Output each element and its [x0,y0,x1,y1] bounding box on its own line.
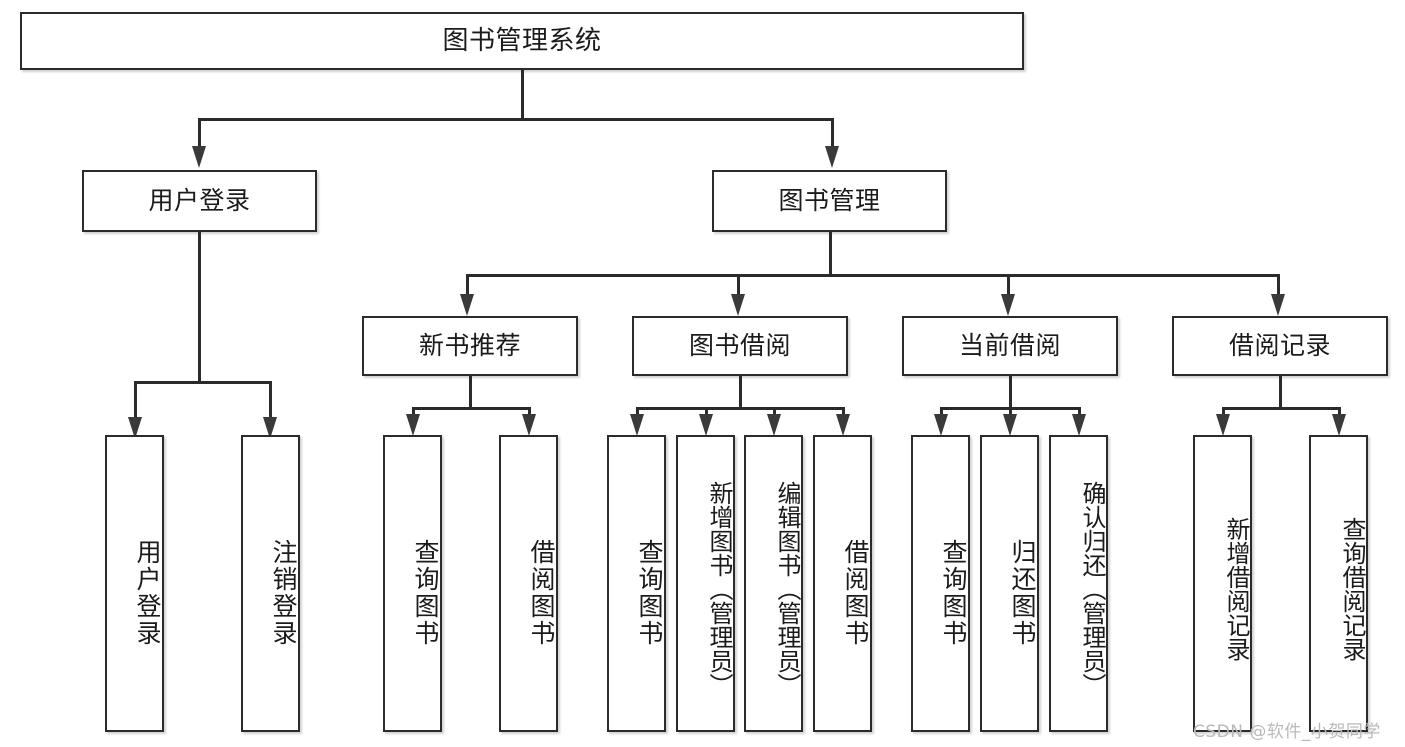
connector-new-book-stem [469,376,472,409]
arrowhead-leaf-query-book-3 [934,414,948,436]
node-label: 归还图书 [1008,538,1037,647]
connector-level2-drop-right [831,118,834,146]
node-label: 查询图书 [411,538,440,647]
node-label: 查询借阅记录 [1338,516,1366,661]
node-label: 借阅记录 [1228,331,1331,361]
connector-level3-drop-2 [737,274,740,304]
node-label: 注销登录 [269,538,298,647]
node-label: 图书管理系统 [442,25,602,56]
arrowhead-book-manage [825,146,839,168]
leaf-query-record[interactable]: 查询借阅记录 [1309,435,1368,732]
node-label: 图书借阅 [688,331,791,361]
connector-new-book-bus [412,407,530,410]
connector-current-borrow-stem [1009,376,1012,409]
connector-borrow-record-stem [1279,376,1282,409]
connector-book-borrow-stem [739,376,742,409]
arrowhead-leaf-query-book-1 [406,414,420,436]
leaf-edit-book[interactable]: 编辑图书（管理员） [744,435,803,732]
connector-root-stem [521,70,524,119]
leaf-borrow-book-1[interactable]: 借阅图书 [499,435,558,732]
node-book-borrow[interactable]: 图书借阅 [632,316,848,376]
node-borrow-record[interactable]: 借阅记录 [1172,316,1388,376]
arrowhead-leaf-confirm-return [1072,414,1086,436]
connector-level3-drop-4 [1277,274,1280,304]
arrowhead-leaf-edit-book [767,414,781,436]
leaf-add-record[interactable]: 新增借阅记录 [1193,435,1252,732]
node-label: 用户登录 [148,186,251,216]
node-label: 借阅图书 [841,538,870,647]
node-label: 查询图书 [939,538,968,647]
connector-level2-bus [198,118,833,121]
leaf-add-book[interactable]: 新增图书（管理员） [676,435,735,732]
arrowhead-leaf-borrow-book-2 [836,414,850,436]
arrowhead-user-login [192,146,206,168]
connector-user-login-bus [134,381,271,384]
connector-level3-drop-1 [466,274,469,304]
arrowhead-leaf-user-login [128,417,142,439]
arrowhead-book-borrow [731,294,745,316]
node-label: 用户登录 [133,538,162,647]
node-root-book-management-system[interactable]: 图书管理系统 [20,12,1024,70]
arrowhead-leaf-return-book [1003,414,1017,436]
connector-book-manage-stem [829,232,832,276]
leaf-query-book-1[interactable]: 查询图书 [383,435,442,732]
node-label: 新书推荐 [418,331,521,361]
arrowhead-leaf-add-book [699,414,713,436]
arrowhead-leaf-add-record [1216,414,1230,436]
node-new-book-recommend[interactable]: 新书推荐 [362,316,578,376]
node-label: 编辑图书（管理员） [773,480,801,697]
leaf-user-login[interactable]: 用户登录 [105,435,164,732]
connector-level3-drop-3 [1007,274,1010,304]
arrowhead-current-borrow [1001,294,1015,316]
connector-book-borrow-bus [636,407,844,410]
connector-user-login-drop-1 [134,381,137,421]
connector-level3-bus [466,274,1280,277]
node-current-borrow[interactable]: 当前借阅 [902,316,1118,376]
arrowhead-new-book-recommend [460,294,474,316]
connector-user-login-stem [198,232,201,383]
connector-level2-drop-left [198,118,201,146]
node-label: 新增图书（管理员） [705,480,733,697]
node-label: 查询图书 [635,538,664,647]
arrowhead-leaf-query-book-2 [630,414,644,436]
node-label: 借阅图书 [527,538,556,647]
node-label: 新增借阅记录 [1222,516,1250,661]
node-label: 确认归还（管理员） [1078,480,1106,697]
leaf-query-book-2[interactable]: 查询图书 [607,435,666,732]
leaf-logout-login[interactable]: 注销登录 [241,435,300,732]
arrowhead-leaf-query-record [1332,414,1346,436]
arrowhead-borrow-record [1271,294,1285,316]
connector-borrow-record-bus [1222,407,1340,410]
leaf-borrow-book-2[interactable]: 借阅图书 [813,435,872,732]
leaf-return-book[interactable]: 归还图书 [980,435,1039,732]
node-book-management[interactable]: 图书管理 [712,170,947,232]
arrowhead-leaf-logout-login [263,417,277,439]
connector-user-login-drop-2 [269,381,272,421]
watermark-text: CSDN @软件_小贺同学 [1193,722,1381,742]
leaf-confirm-return[interactable]: 确认归还（管理员） [1049,435,1108,732]
node-label: 图书管理 [778,186,881,216]
arrowhead-leaf-borrow-book-1 [522,414,536,436]
node-label: 当前借阅 [958,331,1061,361]
node-user-login[interactable]: 用户登录 [82,170,317,232]
leaf-query-book-3[interactable]: 查询图书 [911,435,970,732]
